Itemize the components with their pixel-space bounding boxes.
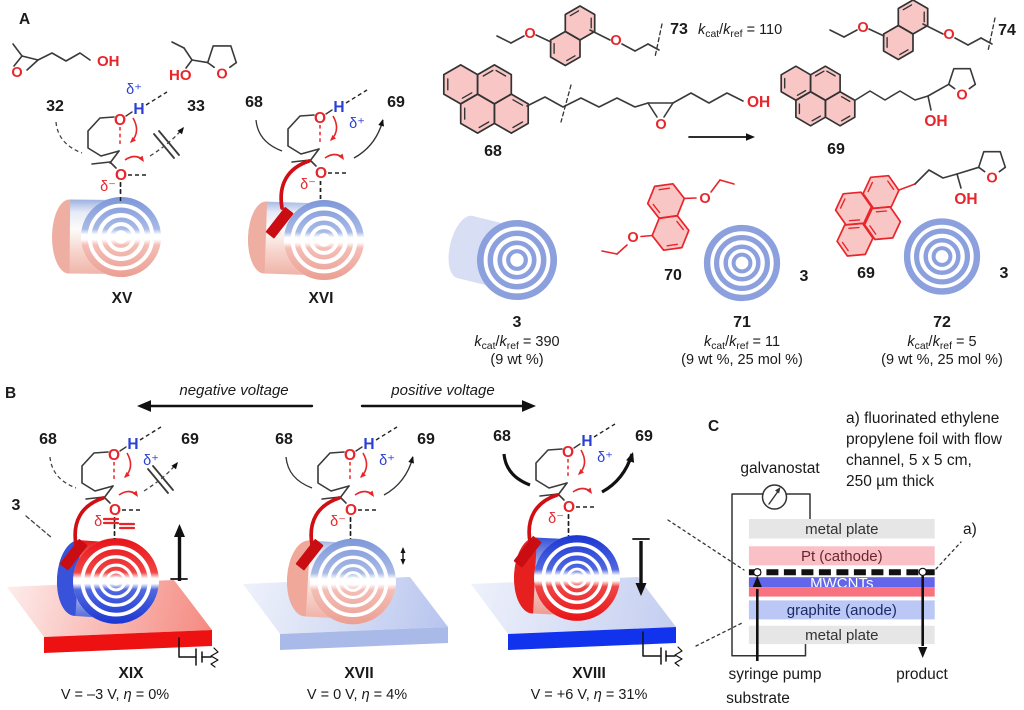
svg-text:O: O <box>857 20 868 36</box>
svg-text:V = +6 V, η = 31%: V = +6 V, η = 31% <box>531 687 648 703</box>
svg-text:δ⁺: δ⁺ <box>126 82 142 98</box>
svg-text:XVII: XVII <box>344 665 373 682</box>
svg-text:O: O <box>563 499 575 516</box>
svg-text:δ⁺: δ⁺ <box>597 450 613 466</box>
svg-text:galvanostat: galvanostat <box>740 460 820 477</box>
svg-text:O: O <box>314 110 326 127</box>
svg-text:δ⁺: δ⁺ <box>143 453 159 469</box>
svg-text:kcat/kref = 11: kcat/kref = 11 <box>704 334 780 352</box>
svg-text:69: 69 <box>417 431 435 448</box>
svg-text:metal plate: metal plate <box>805 627 878 644</box>
svg-text:O: O <box>655 117 666 133</box>
svg-text:3: 3 <box>800 268 809 285</box>
svg-text:68: 68 <box>484 143 502 160</box>
svg-text:δ⁻: δ⁻ <box>548 511 564 527</box>
svg-text:metal plate: metal plate <box>805 521 878 538</box>
svg-text:XIX: XIX <box>119 665 145 682</box>
svg-text:O: O <box>11 65 22 81</box>
svg-text:73: 73 <box>670 21 688 38</box>
svg-text:HO: HO <box>169 67 192 84</box>
svg-text:69: 69 <box>827 141 845 158</box>
svg-text:A: A <box>19 11 30 28</box>
svg-text:250 µm thick: 250 µm thick <box>846 473 934 490</box>
svg-text:O: O <box>524 26 535 42</box>
svg-text:69: 69 <box>857 265 875 282</box>
svg-text:70: 70 <box>664 267 682 284</box>
svg-text:OH: OH <box>924 113 947 130</box>
svg-text:Pt (cathode): Pt (cathode) <box>801 548 883 565</box>
svg-text:O: O <box>610 33 621 49</box>
svg-text:positive voltage: positive voltage <box>390 382 494 399</box>
svg-text:69: 69 <box>181 431 199 448</box>
svg-text:kcat/kref = 5: kcat/kref = 5 <box>907 334 976 352</box>
svg-text:O: O <box>943 27 954 43</box>
svg-text:(9 wt %): (9 wt %) <box>490 352 543 368</box>
svg-text:substrate: substrate <box>726 690 790 707</box>
svg-text:O: O <box>956 88 967 104</box>
svg-text:O: O <box>315 165 327 182</box>
svg-text:(9 wt %, 25 mol %): (9 wt %, 25 mol %) <box>681 352 803 368</box>
svg-text:68: 68 <box>39 431 57 448</box>
svg-text:33: 33 <box>187 98 205 115</box>
svg-text:O: O <box>699 191 710 207</box>
svg-text:69: 69 <box>635 428 653 445</box>
svg-text:O: O <box>627 230 638 246</box>
svg-text:OH: OH <box>97 53 120 70</box>
svg-text:V = –3 V, η = 0%: V = –3 V, η = 0% <box>61 687 169 703</box>
svg-text:32: 32 <box>46 98 64 115</box>
svg-text:3: 3 <box>1000 265 1009 282</box>
svg-text:product: product <box>896 666 948 683</box>
svg-text:O: O <box>109 502 121 519</box>
svg-text:69: 69 <box>387 94 405 111</box>
svg-text:kcat/kref = 390: kcat/kref = 390 <box>474 334 559 352</box>
svg-text:OH: OH <box>954 191 977 208</box>
svg-text:δ⁺: δ⁺ <box>379 453 395 469</box>
svg-text:δ⁻: δ⁻ <box>100 179 116 195</box>
svg-text:kcat/kref = 110: kcat/kref = 110 <box>698 22 782 40</box>
svg-text:B: B <box>5 385 16 402</box>
svg-text:68: 68 <box>245 94 263 111</box>
svg-text:H: H <box>333 99 344 116</box>
svg-text:O: O <box>344 447 356 464</box>
svg-text:74: 74 <box>998 22 1016 39</box>
svg-text:O: O <box>115 167 127 184</box>
svg-text:V = 0 V, η = 4%: V = 0 V, η = 4% <box>307 687 407 703</box>
svg-text:O: O <box>108 447 120 464</box>
svg-text:C: C <box>708 418 719 435</box>
svg-text:H: H <box>581 433 592 450</box>
svg-text:δ⁺: δ⁺ <box>349 116 365 132</box>
svg-text:XVI: XVI <box>309 290 334 307</box>
svg-text:72: 72 <box>933 314 951 331</box>
svg-text:XV: XV <box>112 290 133 307</box>
svg-text:O: O <box>562 444 574 461</box>
svg-text:a): a) <box>963 521 977 538</box>
svg-text:a) fluorinated ethylene: a) fluorinated ethylene <box>846 410 999 427</box>
svg-text:δ⁻: δ⁻ <box>330 514 346 530</box>
svg-text:68: 68 <box>275 431 293 448</box>
svg-text:negative voltage: negative voltage <box>179 382 288 399</box>
svg-text:(9 wt %, 25 mol %): (9 wt %, 25 mol %) <box>881 352 1003 368</box>
svg-text:H: H <box>133 101 144 118</box>
svg-text:propylene foil with flow: propylene foil with flow <box>846 431 1003 448</box>
svg-text:graphite (anode): graphite (anode) <box>787 602 897 619</box>
svg-text:3: 3 <box>513 314 522 331</box>
svg-text:71: 71 <box>733 314 751 331</box>
svg-text:syringe pump: syringe pump <box>728 666 821 683</box>
svg-text:H: H <box>127 436 138 453</box>
svg-text:68: 68 <box>493 428 511 445</box>
svg-text:OH: OH <box>747 94 770 111</box>
svg-text:3: 3 <box>12 497 21 514</box>
svg-text:O: O <box>986 171 997 187</box>
svg-text:channel, 5 x 5 cm,: channel, 5 x 5 cm, <box>846 452 972 469</box>
svg-text:H: H <box>363 436 374 453</box>
svg-text:δ⁻: δ⁻ <box>300 177 316 193</box>
svg-text:O: O <box>345 502 357 519</box>
svg-text:O: O <box>216 67 227 83</box>
svg-text:XVIII: XVIII <box>572 665 606 682</box>
svg-text:O: O <box>114 112 126 129</box>
